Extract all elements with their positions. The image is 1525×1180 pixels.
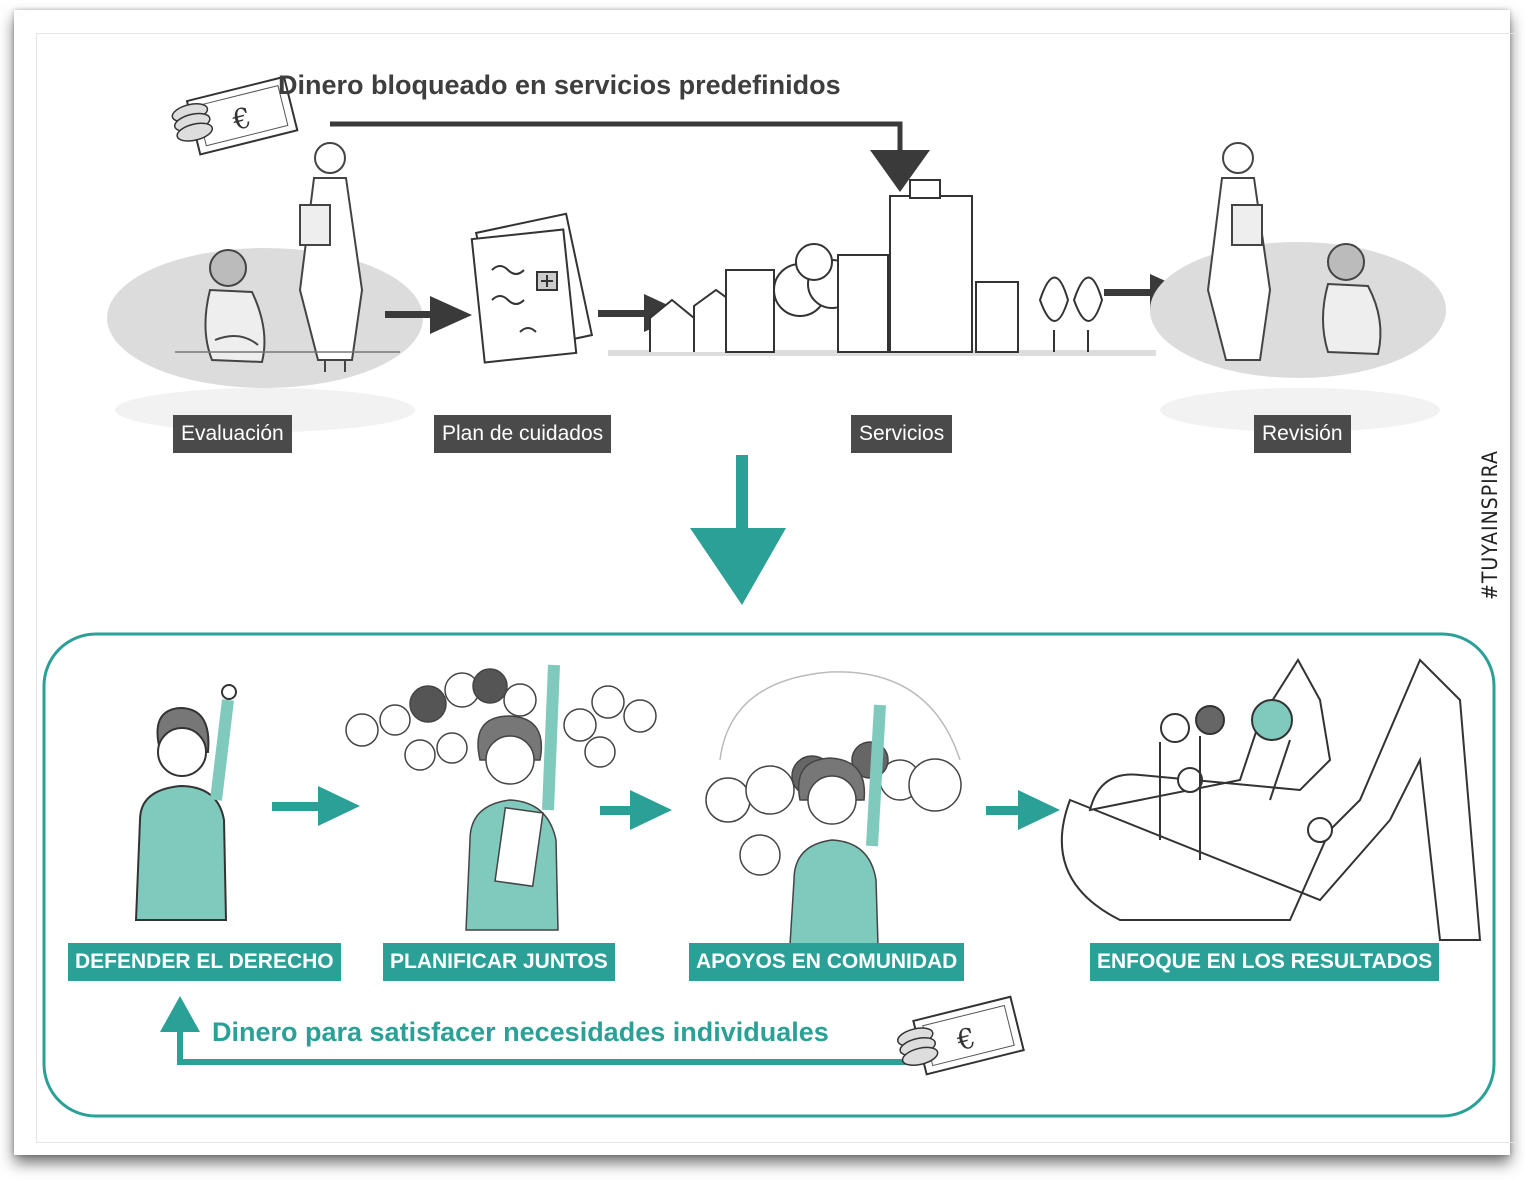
- stage-label-services: Servicios: [851, 415, 953, 453]
- diagram-frame: [36, 33, 1518, 1143]
- flow-arrow: [272, 786, 360, 826]
- doctor-icon: [1206, 142, 1272, 361]
- review-backdrop: [1150, 242, 1446, 378]
- individual-needs-money-title: Dinero para satisfacer necesidades indiv…: [212, 1017, 829, 1047]
- person-icon: [1322, 243, 1382, 356]
- feedback-money-arrow: [160, 996, 920, 1065]
- new-model-frame: [42, 632, 1496, 1118]
- stage-label-care-plan: Plan de cuidados: [434, 415, 612, 453]
- stage-label-focus-results: ENFOQUE EN LOS RESULTADOS: [1090, 943, 1440, 981]
- money-icon: €: [896, 995, 1025, 1076]
- person-icon: [134, 684, 237, 921]
- blocked-money-title: Dinero bloqueado en servicios predefinid…: [278, 70, 841, 100]
- money-icon: €: [171, 75, 299, 156]
- stage-label-defend-right: DEFENDER EL DERECHO: [68, 943, 341, 981]
- city-icon: [608, 179, 1156, 356]
- flow-arrow: [986, 790, 1060, 830]
- crowd-icon: [345, 664, 657, 931]
- stage-label-plan-together: PLANIFICAR JUNTOS: [383, 943, 615, 981]
- flow-arrow: [385, 296, 472, 334]
- care-plan-icon: [470, 212, 594, 364]
- crowd-icon: [705, 671, 962, 946]
- blocked-money-arrow: [330, 121, 930, 192]
- stage-label-review: Revisión: [1254, 415, 1351, 453]
- stage-label-evaluation: Evaluación: [173, 415, 292, 453]
- mountain-icon: [1060, 658, 1482, 941]
- hashtag-text: #TUYAINSPIRA: [1478, 450, 1502, 600]
- flow-arrow: [600, 790, 672, 830]
- doctor-icon: [298, 142, 364, 372]
- person-icon: [204, 249, 266, 364]
- transition-arrow: [690, 455, 786, 605]
- evaluation-backdrop: [107, 248, 423, 388]
- stage-label-community-support: APOYOS EN COMUNIDAD: [689, 943, 965, 981]
